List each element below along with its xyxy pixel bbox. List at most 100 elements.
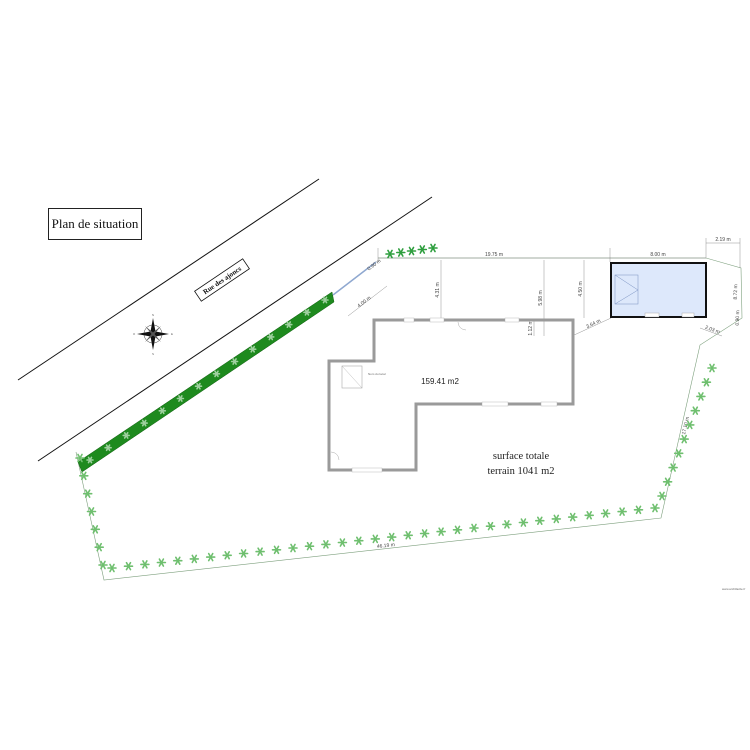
dim-garage-label: 4.50 m <box>578 281 584 296</box>
shrub-icon <box>173 556 183 566</box>
shrub-icon <box>707 363 717 373</box>
shrub-icon <box>436 527 446 536</box>
compass-n: N <box>152 313 154 317</box>
plan-title: Plan de situation <box>48 208 142 240</box>
inner-room-diag <box>341 365 363 389</box>
shrub-icon <box>176 395 185 402</box>
hedge-strip <box>77 291 335 473</box>
shrub-icon <box>617 507 627 516</box>
shrub-row <box>75 243 717 573</box>
compass-w: O <box>133 332 136 336</box>
dim-right-mid-label: 0.90 m <box>735 310 742 325</box>
dim-right-small-line <box>699 327 723 337</box>
shrub-icon <box>452 525 463 535</box>
shrub-icon <box>304 541 315 551</box>
street-name-text: Rue des ajoncs <box>202 265 243 297</box>
dim-right-upper-label: 8.72 m <box>733 284 740 299</box>
shrub-icon <box>534 516 545 526</box>
shrub-icon <box>673 449 684 458</box>
shrub-icon <box>600 509 611 518</box>
shrub-icon <box>158 407 167 415</box>
property-boundary <box>75 257 743 581</box>
shrub-icon <box>82 489 93 498</box>
shrub-icon <box>248 345 257 353</box>
house-area-label: 159.41 m2 <box>421 377 459 386</box>
house-window-2 <box>429 317 445 323</box>
shrub-icon <box>288 543 298 553</box>
shrub-icon <box>701 377 712 387</box>
dim-bottom-long-label: 46.19 m <box>377 542 396 550</box>
shrub-icon <box>271 545 282 555</box>
shrub-icon <box>86 507 97 516</box>
shrub-icon <box>337 538 348 547</box>
compass-s: S <box>152 352 154 356</box>
shrub-icon <box>104 444 112 452</box>
shrub-icon <box>684 420 695 430</box>
total-area-line1: surface totale <box>493 451 550 462</box>
shrub-icon <box>321 296 329 304</box>
street-label: Rue des ajoncs <box>194 258 250 302</box>
shrub-icon <box>417 245 428 254</box>
dim-top-left-label: 19.75 m <box>485 252 503 258</box>
dim-top-right-label: 8.00 m <box>650 252 665 258</box>
shrub-icon <box>222 550 232 560</box>
shrub-icon <box>205 552 216 562</box>
house-window-6 <box>351 467 383 473</box>
gate-dim-line <box>347 285 388 317</box>
house-door-swing <box>457 321 467 331</box>
shrub-icon <box>657 491 667 501</box>
gate-width-label: 4.00 m <box>356 295 372 309</box>
house-walls <box>327 318 575 472</box>
house-inner-room <box>341 365 363 389</box>
dim-small-label: 1.12 m <box>528 320 534 335</box>
garage-car-symbol <box>614 274 639 305</box>
shrub-icon <box>194 382 203 390</box>
shrub-icon <box>303 308 311 316</box>
house-window-3 <box>504 317 520 323</box>
shrub-icon <box>696 392 706 401</box>
shrub-icon <box>140 560 150 569</box>
shrub-icon <box>385 249 395 259</box>
shrub-icon <box>284 321 293 329</box>
house-window-4 <box>481 401 509 407</box>
road-edge-south <box>37 196 433 462</box>
shrub-icon <box>419 529 430 538</box>
shrub-icon <box>395 248 406 257</box>
shrub-icon <box>321 540 331 549</box>
dim-house-north-label: 4.31 m <box>435 282 441 297</box>
dim-right-long-label: 17.10 m <box>681 416 691 435</box>
room-small-label: Nom du local <box>368 372 386 376</box>
shrub-icon <box>266 333 275 341</box>
shrub-icon <box>386 532 397 542</box>
watermark-text: www.archifacile.fr <box>722 587 745 591</box>
compass-e: E <box>171 332 173 336</box>
garage-window-b <box>681 312 695 318</box>
shrub-icon <box>189 554 200 564</box>
house-window-5 <box>540 401 558 407</box>
shrub-icon <box>122 431 130 439</box>
house-door-swing-2 <box>330 451 340 461</box>
shrub-icon <box>86 456 94 464</box>
shrub-icon <box>230 358 239 365</box>
gate-small-label: 0.90 m <box>366 258 382 272</box>
garage-outline <box>610 262 707 318</box>
shrub-icon <box>679 434 690 444</box>
compass-rose-icon: N E S O <box>133 313 173 356</box>
dim-garage-diag-line <box>571 317 612 337</box>
total-area-line2: terrain 1041 m2 <box>487 466 554 477</box>
shrub-icon <box>406 246 417 256</box>
dim-right-small-label: 2.03 m <box>704 325 720 336</box>
shrub-icon <box>140 419 148 427</box>
shrub-icon <box>79 471 89 481</box>
shrub-icon <box>551 514 562 524</box>
shrub-icon <box>90 525 101 534</box>
shrub-icon <box>502 520 512 529</box>
shrub-icon <box>662 477 673 487</box>
garage-symbol-line-a <box>614 274 639 291</box>
shrub-icon <box>123 561 134 571</box>
shrub-icon <box>75 453 85 463</box>
house-window-1 <box>403 317 415 323</box>
shrub-icon <box>584 510 595 520</box>
garage-symbol-line-b <box>614 289 639 305</box>
